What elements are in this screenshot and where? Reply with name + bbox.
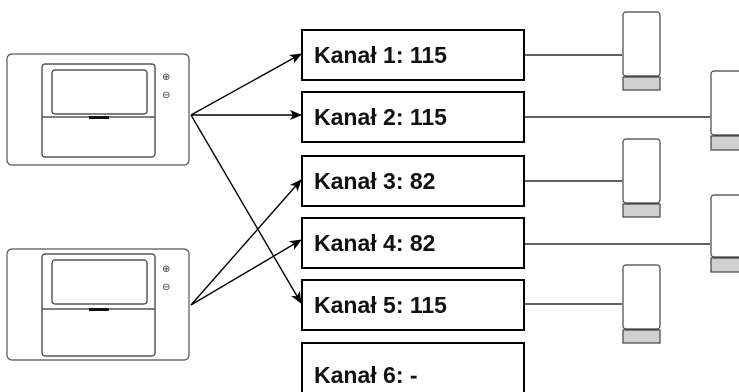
arrow-controller1-channel5 [190, 114, 302, 304]
channel-label: Kanał 4: 82 [314, 230, 435, 256]
actuator-base [710, 135, 739, 151]
controller-indicator [89, 308, 109, 311]
channel-box [301, 155, 525, 207]
channel-5-box: Kanał 5: 115 [301, 279, 525, 331]
controller-indicator [89, 116, 109, 119]
actuator-channel1 [622, 11, 661, 91]
channel-3-box: Kanał 3: 82 [301, 155, 525, 207]
actuator-base [710, 257, 739, 273]
actuator-channel5 [622, 264, 661, 344]
channel-box [301, 279, 525, 331]
controller-display [51, 259, 148, 305]
actuator-base [622, 329, 661, 344]
channel-box [301, 217, 525, 269]
actuator-base [622, 76, 661, 91]
arrow-controller1-channel1 [190, 53, 302, 116]
channel-6-box: Kanał 6: - [301, 342, 525, 392]
actuator-body [622, 11, 661, 77]
actuator-body [622, 264, 661, 330]
minus-icon: ⊖ [162, 90, 170, 101]
arrow-controller2-channel3 [190, 179, 302, 306]
actuator-channel2 [710, 70, 739, 151]
channel-4-box: Kanał 4: 82 [301, 217, 525, 269]
minus-icon: ⊖ [162, 282, 170, 293]
actuator-body [710, 70, 739, 136]
channel-label: Kanał 3: 82 [314, 168, 435, 194]
actuator-body [710, 194, 739, 258]
channel-label: Kanał 6: - [314, 362, 418, 388]
plus-icon: ⊕ [162, 264, 170, 275]
channel-1-box: Kanał 1: 115 [301, 29, 525, 81]
plus-icon: ⊕ [162, 72, 170, 83]
actuator-base [622, 203, 661, 218]
channel-box [301, 342, 525, 392]
channel-box [301, 29, 525, 81]
arrow-controller2-channel4 [190, 239, 302, 306]
channel-label: Kanał 1: 115 [314, 42, 447, 68]
channel-label: Kanał 2: 115 [314, 104, 447, 130]
actuator-channel4 [710, 194, 739, 273]
actuator-channel3 [622, 138, 661, 218]
room-controller-2: ⊕ ⊖ [6, 248, 190, 361]
actuator-body [622, 138, 661, 204]
controller-display [51, 69, 148, 115]
channel-label: Kanał 5: 115 [314, 292, 447, 318]
channel-2-box: Kanał 2: 115 [301, 91, 525, 143]
room-controller-1: ⊕ ⊖ [6, 53, 190, 166]
